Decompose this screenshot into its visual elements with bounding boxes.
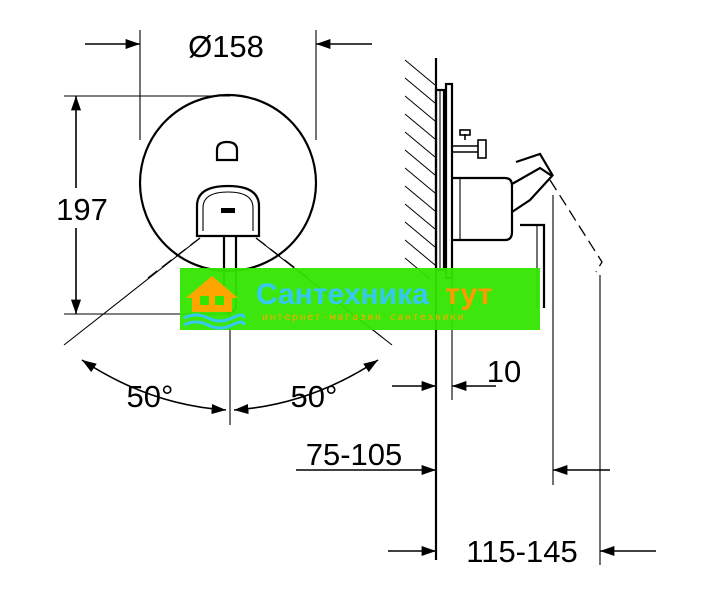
lever-mark (221, 208, 235, 213)
cover-plate (138, 93, 318, 273)
angle-left-label: 50° (127, 379, 174, 414)
screw-head (477, 139, 487, 159)
depth-range-1-label: 75-105 (306, 437, 403, 472)
rosette-side (444, 82, 454, 280)
watermark-subtitle: интернет-магазин сантехники (262, 312, 465, 323)
height-label: 197 (56, 192, 108, 227)
lever-handle (195, 184, 261, 238)
screw-cap (459, 129, 471, 136)
lever-top (515, 152, 554, 177)
diverter-button (215, 140, 239, 162)
depth-range-2-label: 115-145 (466, 534, 577, 569)
lever-side (511, 166, 554, 213)
side-view (296, 58, 656, 565)
watermark-banner: Сантехника тут интернет-магазин сантехни… (180, 268, 540, 330)
angle-right-label: 50° (291, 379, 338, 414)
handle-body (452, 176, 514, 242)
watermark-title-part1: Сантехника (256, 278, 429, 311)
wall-hatching (404, 59, 436, 280)
svg-text:Сантехника тут: Сантехника тут (256, 278, 492, 311)
angle-arc-left (81, 359, 227, 415)
gap-label: 10 (487, 354, 521, 389)
front-view (63, 30, 393, 425)
lever-front (520, 223, 546, 308)
watermark-title-part2: тут (445, 278, 492, 311)
angle-arc-right (233, 359, 379, 415)
diameter-label: Ø158 (188, 29, 264, 64)
angle-extension-line (63, 237, 201, 346)
house-wave-logo (183, 276, 246, 330)
watermark-background (180, 268, 540, 330)
lever-handle-inner (202, 191, 254, 231)
lever-rotation-dash (549, 179, 603, 273)
